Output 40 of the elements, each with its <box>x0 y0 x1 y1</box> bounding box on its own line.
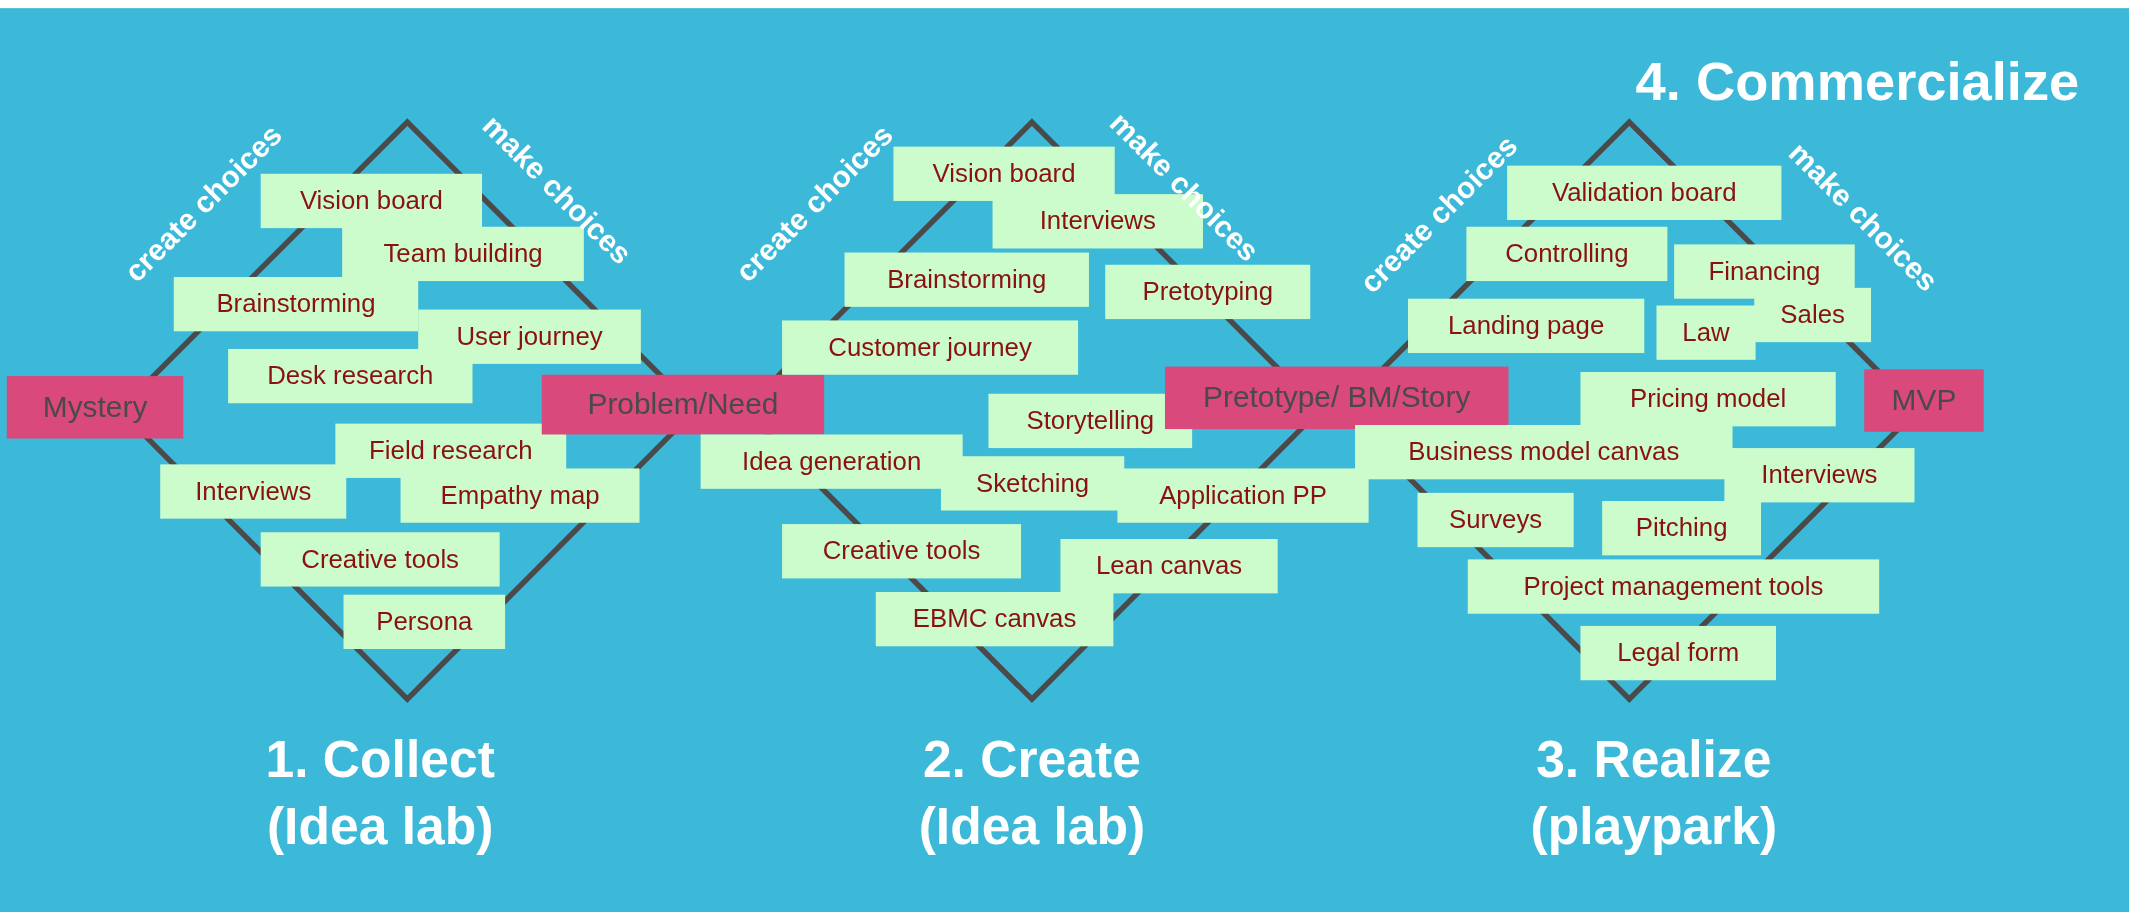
sticky-note: Pitching <box>1602 501 1762 556</box>
sticky-note: Sales <box>1754 287 1871 343</box>
phase-title: 1. Collect (Idea lab) <box>264 730 496 858</box>
phase-title: 2. Create (Idea lab) <box>917 730 1147 858</box>
sticky-note: Empathy map <box>400 468 640 523</box>
sticky-note: Vision board <box>893 146 1115 201</box>
sticky-note: Creative tools <box>260 532 500 587</box>
stage-box: Pretotype/ BM/Story <box>1165 366 1509 430</box>
sticky-note: Creative tools <box>782 524 1022 579</box>
sticky-note: Legal form <box>1580 625 1776 681</box>
sticky-note: Controlling <box>1466 226 1668 282</box>
sticky-note: Pricing model <box>1580 372 1836 427</box>
sticky-note: Brainstorming <box>173 277 419 332</box>
sticky-note: Interviews <box>1724 448 1915 503</box>
sticky-note: Brainstorming <box>844 252 1089 307</box>
sticky-note: Customer journey <box>782 320 1079 375</box>
phase-title: 3. Realize (playpark) <box>1529 730 1779 858</box>
sticky-note: Vision board <box>260 173 482 229</box>
sticky-note: Financing <box>1674 244 1855 299</box>
sticky-note: EBMC canvas <box>875 592 1114 647</box>
sticky-note: Project management tools <box>1467 559 1880 614</box>
sticky-note: Interviews <box>160 464 347 519</box>
sticky-note: Business model canvas <box>1355 425 1733 480</box>
sticky-note: Storytelling <box>988 393 1193 449</box>
sticky-note: Law <box>1656 305 1756 360</box>
stage-box: Mystery <box>6 376 184 439</box>
sticky-note: Lean canvas <box>1060 539 1278 594</box>
sticky-note: Persona <box>343 594 506 649</box>
sticky-note: Landing page <box>1408 298 1645 353</box>
sticky-note: Sketching <box>940 456 1125 511</box>
sticky-note: User journey <box>418 309 641 364</box>
stage-box: MVP <box>1864 369 1984 432</box>
stage-box: Problem/Need <box>541 374 825 435</box>
sticky-note: Validation board <box>1507 165 1782 220</box>
sticky-note: Pretotyping <box>1105 264 1311 320</box>
sticky-note: Idea generation <box>700 434 963 489</box>
sticky-note: Application PP <box>1117 468 1369 523</box>
sticky-note: Surveys <box>1417 492 1574 548</box>
sticky-note: Desk research <box>228 348 473 404</box>
phase-title: 4. Commercialize <box>1635 50 2080 112</box>
